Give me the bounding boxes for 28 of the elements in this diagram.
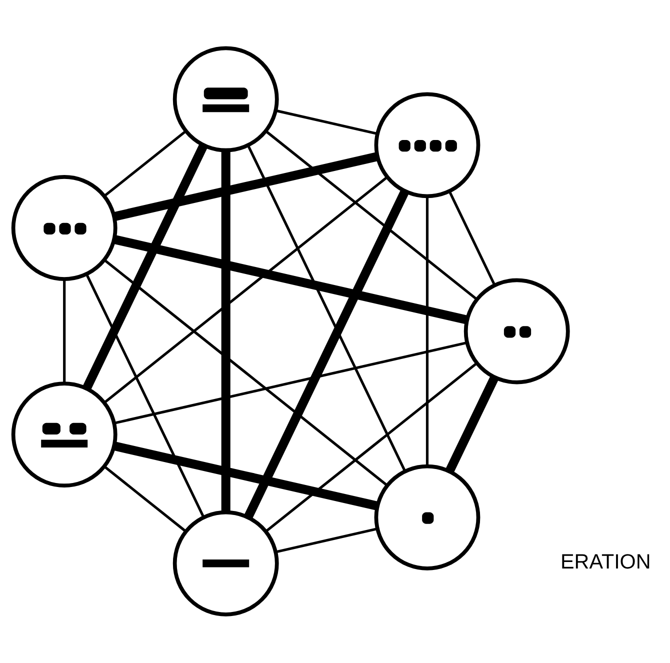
node-circle: [172, 46, 279, 152]
label: ERATION: [560, 550, 651, 574]
connector: [247, 145, 406, 472]
connector: [104, 176, 388, 404]
connector: [114, 152, 378, 221]
node-circle: [464, 278, 570, 384]
connector: [265, 362, 478, 532]
connector: [265, 130, 478, 300]
node-circle: [374, 464, 480, 570]
connector: [114, 341, 467, 424]
connector: [275, 109, 378, 136]
connector: [113, 442, 378, 510]
node-circle: [11, 175, 118, 281]
node-circle: [11, 382, 118, 488]
connector: [104, 259, 388, 486]
connector: [114, 235, 468, 324]
connector: [103, 130, 187, 198]
connector: [85, 274, 205, 518]
connector: [63, 279, 66, 384]
connector: [275, 527, 378, 554]
connector: [103, 465, 187, 532]
connector: [82, 144, 208, 390]
connector: [221, 150, 230, 512]
connector: [426, 196, 429, 466]
node-circle: [172, 510, 279, 616]
connector: [445, 375, 499, 474]
connector: [448, 190, 496, 286]
node-circle: [374, 92, 480, 198]
